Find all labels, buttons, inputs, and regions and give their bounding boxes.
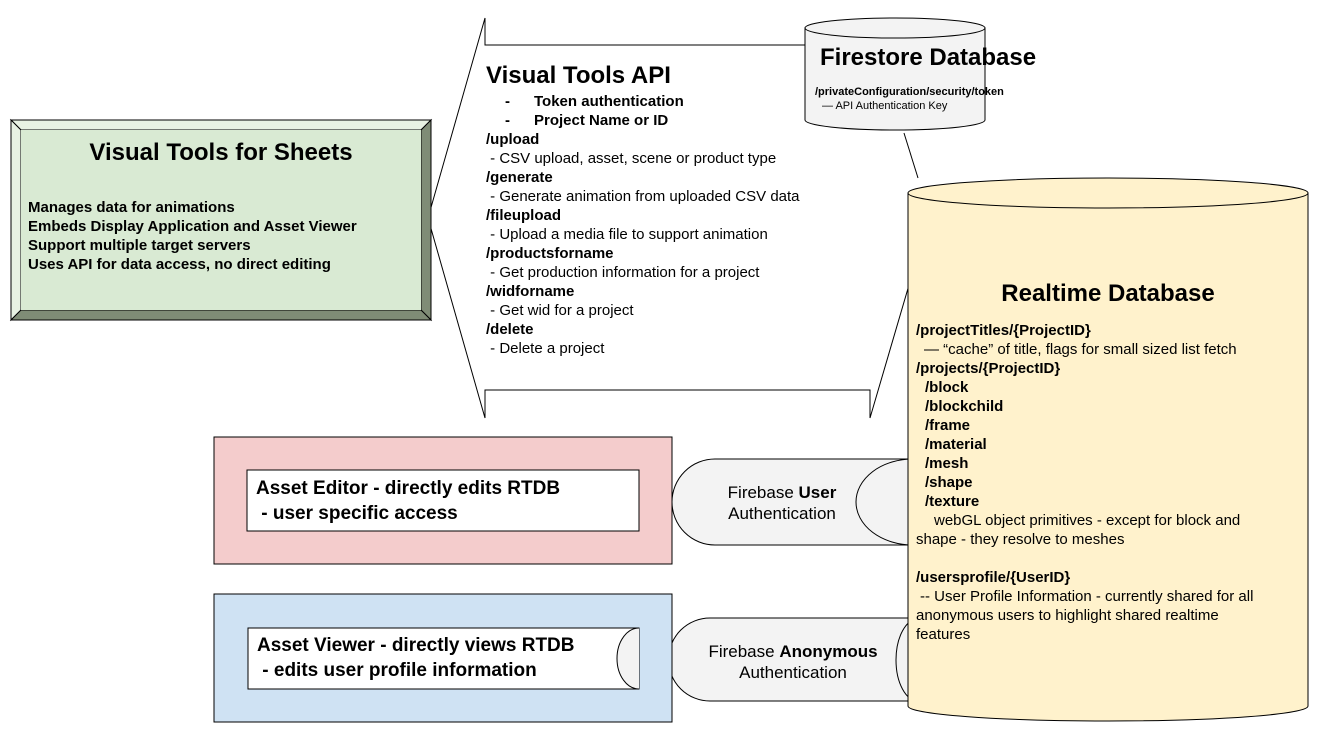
viewer-line-2: - edits user profile information [257, 660, 537, 681]
rtdb-child: /mesh [925, 455, 969, 472]
endpoint-desc: - Generate animation from uploaded CSV d… [486, 188, 800, 205]
api-callout-bottom [427, 217, 910, 419]
endpoint-desc: - Upload a media file to support animati… [486, 226, 768, 243]
editor-line-2: - user specific access [256, 503, 458, 524]
endpoint-path: /widforname [486, 283, 575, 300]
endpoint-desc: - Get wid for a project [486, 302, 634, 319]
user-auth-prefix: Firebase [727, 483, 799, 502]
rtdb-child: /frame [925, 417, 971, 434]
api-title: Visual Tools API [486, 62, 671, 89]
firestore-note: — API Authentication Key [822, 100, 948, 112]
editor-line-1: Asset Editor - directly edits RTDB [256, 478, 561, 499]
rtdb-child: /shape [925, 474, 973, 491]
api-bullets: - Token authentication - Project Name or I… [486, 92, 684, 130]
editor-inner-box [246, 469, 640, 532]
rtdb-spacer [916, 549, 1253, 568]
rtdb-projects-path: /projects/{ProjectID} [916, 360, 1061, 377]
sheets-items: Manages data for animations Embeds Displ… [28, 198, 357, 274]
rtdb-child: /texture [925, 493, 980, 510]
rtdb-title: Realtime Database [1001, 280, 1215, 307]
endpoint-desc: - Delete a project [486, 340, 605, 357]
rtdb-child: /blockchild [925, 398, 1004, 415]
anon-auth-bold: Anonymous [779, 642, 878, 661]
user-auth-line-2: Authentication [728, 504, 836, 523]
viewer-connector-end [616, 627, 640, 690]
viewer-text: Asset Viewer - directly views RTDB - edi… [257, 633, 575, 683]
sheets-item: Uses API for data access, no direct edit… [28, 256, 331, 273]
rtdb-cylinder [907, 177, 1309, 722]
api-bullet: - Project Name or ID [486, 111, 684, 130]
user-auth-bold: User [798, 483, 837, 502]
endpoint-desc: - CSV upload, asset, scene or product ty… [486, 150, 777, 167]
api-bullet: - Token authentication [486, 92, 684, 111]
editor-text: Asset Editor - directly edits RTDB - use… [256, 476, 560, 526]
user-auth-label: Firebase User Authentication [672, 482, 892, 524]
bullet-marker: - [505, 112, 510, 129]
anon-auth-prefix: Firebase [708, 642, 780, 661]
sheets-item: Support multiple target servers [28, 237, 251, 254]
api-callout-top [427, 17, 806, 219]
endpoint-path: /productsforname [486, 245, 614, 262]
rtdb-content: /projectTitles/{ProjectID} — “cache” of … [916, 321, 1253, 644]
rtdb-child: /block [925, 379, 969, 396]
firestore-cylinder [804, 17, 986, 131]
api-endpoints: /upload - CSV upload, asset, scene or pr… [486, 130, 800, 358]
rtdb-project-titles-note: — “cache” of title, flags for small size… [924, 341, 1237, 358]
firestore-title: Firestore Database [820, 44, 1037, 71]
endpoint-path: /upload [486, 131, 540, 148]
anon-auth-line-2: Authentication [739, 663, 847, 682]
viewer-line-1: Asset Viewer - directly views RTDB [257, 635, 575, 656]
rtdb-usersprofile-note: features [916, 626, 971, 643]
anon-auth-line-1: Firebase Anonymous [683, 641, 903, 662]
rtdb-usersprofile-path: /usersprofile/{UserID} [916, 569, 1071, 586]
sheets-item: Embeds Display Application and Asset Vie… [28, 218, 357, 235]
api-bullet-text: Project Name or ID [534, 112, 669, 129]
firestore-path: /privateConfiguration/security/token [815, 86, 1004, 98]
api-bullet-text: Token authentication [534, 93, 684, 110]
sheets-item: Manages data for animations [28, 199, 235, 216]
firestore-rtdb-link [903, 132, 919, 179]
endpoint-path: /delete [486, 321, 534, 338]
sheets-box [9, 118, 433, 322]
user-auth-line-1: Firebase User [672, 482, 892, 503]
anon-auth-label: Firebase Anonymous Authentication [683, 641, 903, 683]
endpoint-desc: - Get production information for a proje… [486, 264, 760, 281]
bullet-marker: - [505, 93, 510, 110]
sheets-title: Visual Tools for Sheets [89, 139, 353, 166]
rtdb-usersprofile-note: -- User Profile Information - currently … [920, 588, 1254, 605]
rtdb-usersprofile-note: anonymous users to highlight shared real… [916, 607, 1219, 624]
endpoint-path: /fileupload [486, 207, 561, 224]
rtdb-primitives-note: shape - they resolve to meshes [916, 531, 1125, 548]
rtdb-project-titles-path: /projectTitles/{ProjectID} [916, 322, 1091, 339]
rtdb-child: /material [925, 436, 987, 453]
rtdb-primitives-note: webGL object primitives - except for blo… [934, 512, 1241, 529]
endpoint-path: /generate [486, 169, 553, 186]
